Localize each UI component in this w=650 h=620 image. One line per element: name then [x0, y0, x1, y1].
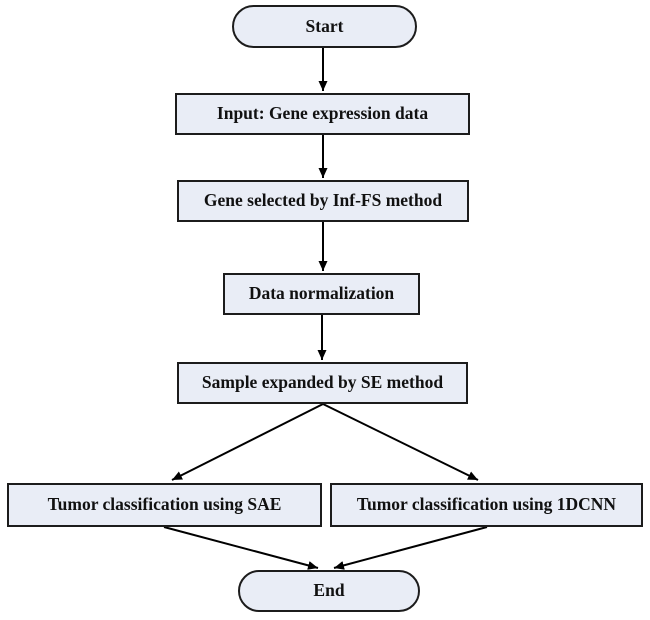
edge-cnn-end [333, 526, 488, 570]
node-tumor-classification-1dcnn: Tumor classification using 1DCNN [330, 483, 643, 527]
edge-sample-cnn [322, 403, 479, 481]
node-norm-label: Data normalization [248, 283, 395, 304]
node-input-label: Input: Gene expression data [216, 103, 429, 124]
node-sae-label: Tumor classification using SAE [47, 494, 282, 515]
node-start: Start [232, 5, 417, 48]
node-end-label: End [313, 580, 345, 601]
edge-sae-end [163, 526, 319, 570]
node-cnn-label: Tumor classification using 1DCNN [356, 494, 617, 515]
node-gene-selected-inf-fs: Gene selected by Inf-FS method [177, 180, 469, 222]
node-sample-label: Sample expanded by SE method [201, 372, 444, 393]
node-tumor-classification-sae: Tumor classification using SAE [7, 483, 322, 527]
node-start-label: Start [305, 15, 344, 36]
node-inffs-label: Gene selected by Inf-FS method [203, 190, 443, 211]
node-input-gene-expression: Input: Gene expression data [175, 93, 470, 135]
node-sample-expanded-se: Sample expanded by SE method [177, 362, 468, 404]
edge-sample-sae [171, 403, 324, 481]
node-end: End [238, 570, 420, 612]
node-data-normalization: Data normalization [223, 273, 420, 315]
